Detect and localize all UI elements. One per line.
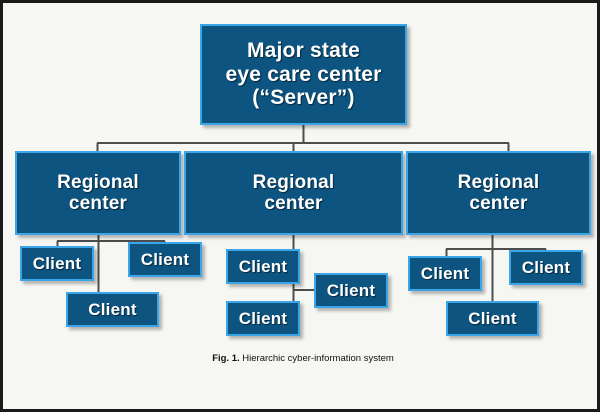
node-regional-center-3-line-1: Regional — [457, 171, 540, 193]
figure-caption-label: Fig. 1. — [212, 353, 240, 364]
node-regional-center-3-line-2: center — [469, 193, 528, 214]
figure-caption: Fig. 1. Hierarchic cyber-information sys… — [3, 353, 597, 364]
node-client-left-2[interactable]: Client — [128, 242, 202, 277]
node-regional-center-1-line-2: center — [68, 193, 128, 214]
node-regional-center-2-line-1: Regional — [252, 171, 335, 193]
node-client-middle-2-label: Client — [326, 280, 376, 300]
node-client-middle-1[interactable]: Client — [226, 249, 300, 284]
node-regional-center-1[interactable]: Regional center — [15, 151, 181, 235]
node-client-right-2-label: Client — [521, 257, 571, 277]
node-client-middle-2[interactable]: Client — [314, 273, 388, 308]
node-client-middle-3[interactable]: Client — [226, 301, 300, 336]
node-client-left-1[interactable]: Client — [20, 246, 94, 281]
node-regional-center-1-label: Regional center — [57, 172, 139, 215]
node-regional-center-2-line-2: center — [264, 193, 323, 214]
node-client-right-2[interactable]: Client — [509, 250, 583, 285]
node-client-left-1-label: Client — [32, 253, 82, 273]
node-server-line-1: Major state — [246, 39, 361, 63]
node-server-line-3: (“Server”) — [252, 86, 355, 110]
node-client-right-1-label: Client — [420, 263, 470, 283]
node-regional-center-2-label: Regional center — [253, 172, 335, 215]
node-client-right-3[interactable]: Client — [446, 301, 539, 336]
node-client-right-1[interactable]: Client — [408, 256, 482, 291]
node-client-middle-3-label: Client — [238, 308, 288, 328]
node-client-left-2-label: Client — [140, 249, 190, 269]
node-server[interactable]: Major state eye care center (“Server”) — [200, 24, 407, 125]
figure-caption-text: Hierarchic cyber-information system — [239, 353, 394, 364]
node-client-right-3-label: Client — [468, 308, 517, 328]
node-regional-center-1-line-1: Regional — [57, 171, 139, 193]
node-server-line-2: eye care center — [225, 62, 382, 86]
node-server-label: Major state eye care center (“Server”) — [226, 39, 382, 110]
node-client-middle-1-label: Client — [238, 256, 288, 276]
node-client-left-3-label: Client — [88, 299, 137, 319]
node-regional-center-2[interactable]: Regional center — [184, 151, 403, 235]
node-client-left-3[interactable]: Client — [66, 292, 159, 327]
node-regional-center-3[interactable]: Regional center — [406, 151, 591, 235]
node-regional-center-3-label: Regional center — [458, 172, 540, 215]
